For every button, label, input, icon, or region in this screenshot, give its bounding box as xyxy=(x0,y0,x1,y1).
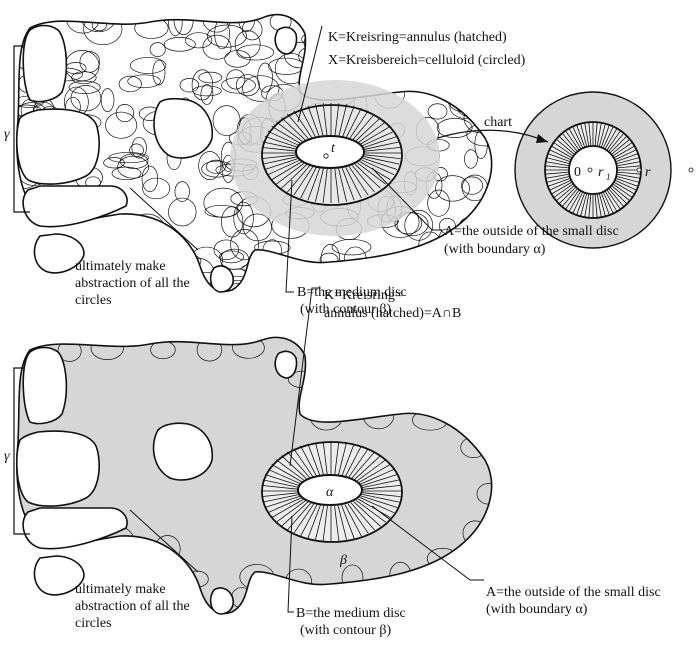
chart-edge-point xyxy=(689,168,693,172)
chart-r1-sub: 1 xyxy=(606,172,611,182)
bottom-gamma: γ xyxy=(4,449,10,464)
bottom-figure: α β γ K=Kreisring= annulus (hatched)=A∩B… xyxy=(4,288,661,638)
bottom-b-line2: (with contour β) xyxy=(300,623,391,638)
top-x-label: X=Kreisbereich=celluloid (circled) xyxy=(328,53,526,68)
bottom-k-line1: K=Kreisring= xyxy=(324,288,403,303)
cover-circle xyxy=(448,88,485,113)
bottom-b-line1: B=the medium disc xyxy=(296,606,406,621)
bottom-ultimately-line2: abstraction of all the xyxy=(75,599,190,614)
cover-circle xyxy=(320,7,345,25)
cover-circle xyxy=(343,11,359,28)
cover-circle xyxy=(466,258,484,272)
cover-circle xyxy=(470,285,489,296)
top-figure: t γ 0 r 1 r chart K=Kreisrin xyxy=(4,0,693,317)
cover-circle xyxy=(129,221,144,231)
bottom-ultimately-line3: circles xyxy=(75,616,112,631)
bottom-a-line1: A=the outside of the small disc xyxy=(486,585,661,600)
cover-circle xyxy=(379,14,404,30)
cover-circle xyxy=(242,263,281,273)
chart-label: chart xyxy=(484,115,512,130)
bottom-alpha: α xyxy=(326,485,334,500)
cover-circle xyxy=(425,265,448,296)
cover-circle xyxy=(7,281,36,296)
bottom-k-line2: annulus (hatched)=A∩B xyxy=(324,306,461,321)
chart-r-label: r xyxy=(645,165,651,180)
cover-circle xyxy=(261,270,276,288)
cover-circle xyxy=(457,96,481,117)
chart-r1-label: r xyxy=(598,165,604,180)
bottom-beta: β xyxy=(339,553,347,568)
cover-circle xyxy=(470,88,485,101)
cover-circle xyxy=(456,7,477,24)
cover-circle xyxy=(84,218,117,243)
top-ultimately-line2: abstraction of all the xyxy=(75,276,190,291)
cover-circle xyxy=(86,226,114,249)
cover-circle xyxy=(321,10,334,24)
top-ultimately-line1: ultimately make xyxy=(75,259,166,274)
top-gamma: γ xyxy=(4,127,10,142)
bottom-ultimately-line1: ultimately make xyxy=(75,582,166,597)
top-a-line2: (with boundary α) xyxy=(444,242,546,257)
cover-circle xyxy=(131,229,166,251)
top-small-disc xyxy=(296,136,364,168)
cover-circle xyxy=(386,76,424,89)
cover-circle xyxy=(154,233,179,254)
bottom-a-line2: (with boundary α) xyxy=(486,602,588,617)
cover-circle xyxy=(402,250,437,277)
top-k-label: K=Kreisring=annulus (hatched) xyxy=(328,30,507,45)
cover-circle xyxy=(129,214,165,245)
chart-r-point xyxy=(637,168,641,172)
chart-zero-label: 0 xyxy=(574,165,581,180)
cover-circle xyxy=(168,254,201,270)
top-point-t xyxy=(324,154,328,158)
cover-circle xyxy=(403,272,426,293)
cover-circle xyxy=(473,4,488,28)
chart-origin-point xyxy=(588,168,592,172)
top-a-line1: A=the outside of the small disc xyxy=(444,224,619,239)
top-ultimately-line3: circles xyxy=(75,293,112,308)
cover-circle xyxy=(326,4,344,28)
